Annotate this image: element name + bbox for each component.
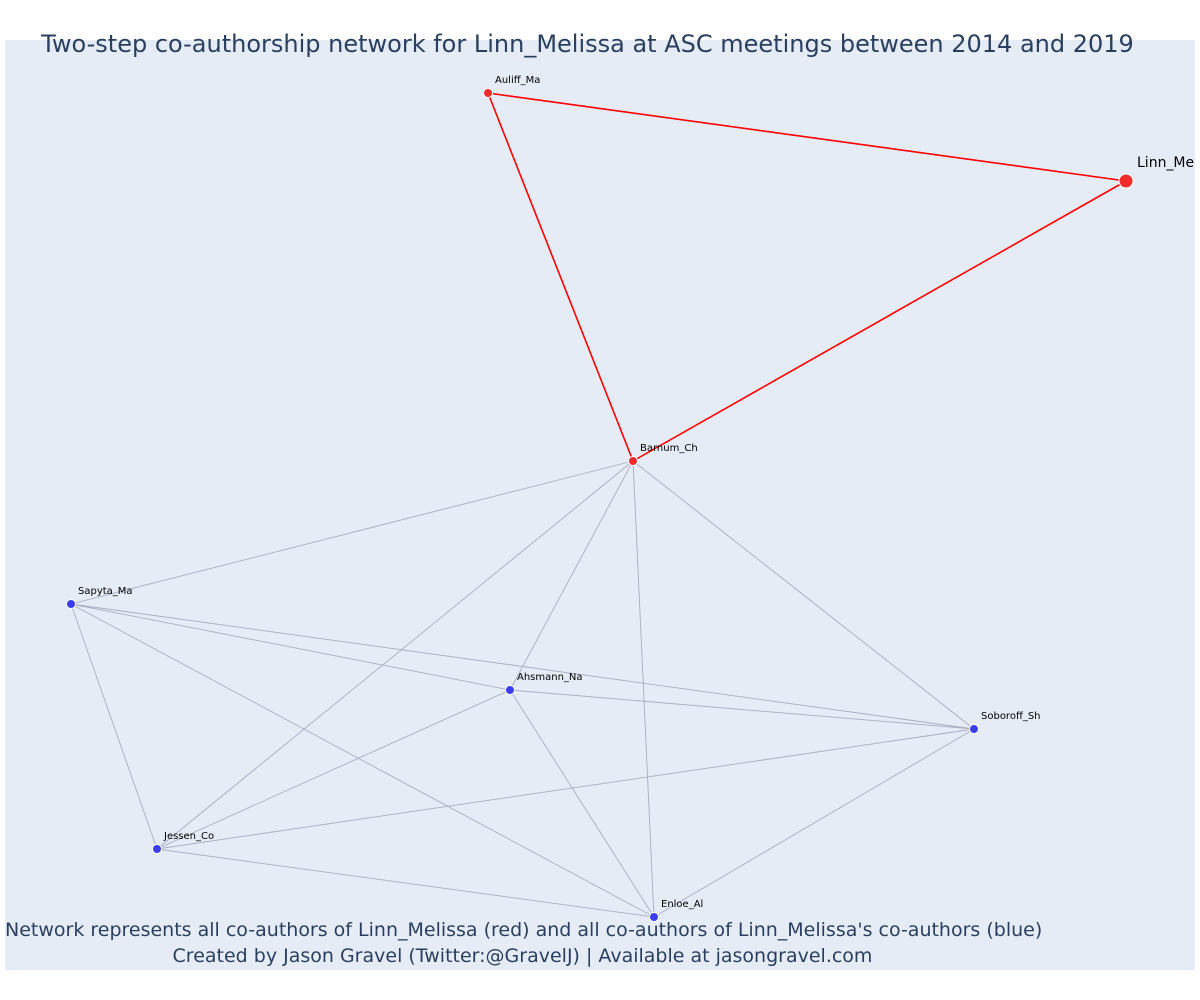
node-soboroff[interactable] — [969, 724, 979, 734]
chart-title: Two-step co-authorship network for Linn_… — [41, 30, 1134, 58]
edge-sapyta-soboroff — [70, 603, 975, 730]
node-label-linn: Linn_Me — [1137, 155, 1194, 171]
node-layer — [66, 88, 1134, 922]
edge-jessen-enloe — [156, 848, 655, 918]
edge-sapyta-ahsmann — [70, 603, 511, 691]
edge-barnum-jessen — [156, 460, 634, 850]
caption-line-2: Created by Jason Gravel (Twitter:@Gravel… — [172, 945, 873, 967]
node-auliff[interactable] — [483, 88, 493, 98]
edge-sapyta-jessen — [70, 603, 158, 850]
plot-background — [5, 40, 1195, 970]
node-label-jessen: Jessen_Co — [163, 831, 214, 842]
caption-line-1: Network represents all co-authors of Lin… — [5, 919, 1043, 941]
edge-enloe-soboroff — [653, 728, 975, 918]
edge-auliff-barnum — [487, 92, 634, 462]
node-ahsmann[interactable] — [505, 685, 515, 695]
node-label-soboroff: Soboroff_Sh — [981, 711, 1041, 722]
node-label-ahsmann: Ahsmann_Na — [517, 672, 583, 683]
node-linn[interactable] — [1118, 173, 1134, 189]
edge-jessen-soboroff — [156, 728, 975, 850]
edge-barnum-sapyta — [70, 460, 634, 605]
node-label-enloe: Enloe_Al — [661, 899, 703, 910]
node-jessen[interactable] — [152, 844, 162, 854]
node-label-barnum: Barnum_Ch — [640, 443, 698, 454]
label-layer: Linn_Me Auliff_MaBarnum_ChSapyta_MaAhsman… — [78, 75, 1194, 910]
edge-barnum-enloe — [632, 460, 655, 918]
node-barnum[interactable] — [628, 456, 638, 466]
edge-ahsmann-jessen — [156, 689, 511, 850]
node-sapyta[interactable] — [66, 599, 76, 609]
node-enloe[interactable] — [649, 912, 659, 922]
edge-layer — [70, 92, 1127, 918]
edge-ahsmann-soboroff — [509, 689, 975, 730]
edge-barnum-soboroff — [632, 460, 975, 730]
edge-auliff-linn — [487, 92, 1127, 182]
node-label-sapyta: Sapyta_Ma — [78, 586, 133, 597]
edge-ahsmann-enloe — [509, 689, 655, 918]
edge-barnum-linn — [632, 180, 1127, 462]
node-label-auliff: Auliff_Ma — [495, 75, 540, 86]
edge-barnum-ahsmann — [509, 460, 634, 691]
edge-sapyta-enloe — [70, 603, 655, 918]
